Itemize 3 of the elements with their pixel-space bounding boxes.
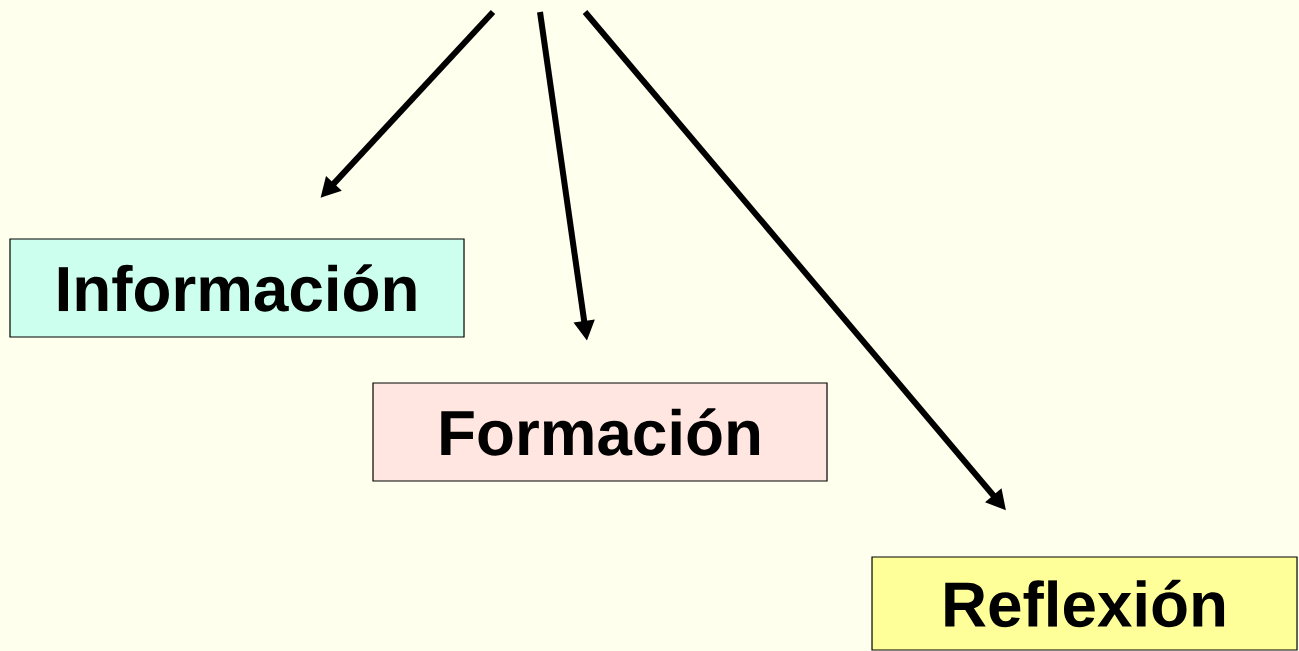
text-box: Reflexión [871, 556, 1298, 651]
text-box: Información [9, 238, 465, 338]
text-box: Formación [372, 382, 828, 482]
